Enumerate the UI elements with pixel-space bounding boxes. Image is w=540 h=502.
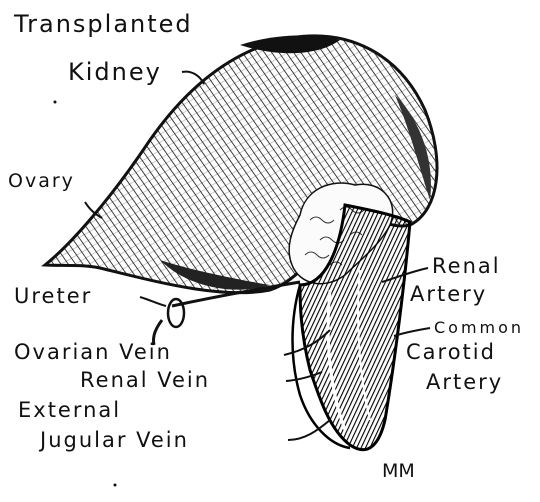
label-renal-vein: Renal Vein bbox=[80, 368, 210, 392]
label-ureter: Ureter bbox=[14, 284, 92, 308]
label-ovarian-vein: Ovarian Vein bbox=[14, 340, 172, 364]
label-transplanted: Transplanted bbox=[14, 10, 193, 38]
label-common: Common bbox=[434, 318, 524, 337]
label-renal: Renal bbox=[432, 254, 501, 278]
label-carotid: Carotid bbox=[406, 340, 496, 364]
label-jugular-vein: Jugular Vein bbox=[40, 428, 189, 452]
label-kidney: Kidney bbox=[68, 58, 162, 86]
label-renal-artery: Artery bbox=[410, 282, 487, 306]
label-external: External bbox=[18, 398, 121, 422]
label-ovary: Ovary bbox=[8, 170, 75, 192]
signature-monogram: MM bbox=[382, 460, 415, 482]
label-carotid-artery: Artery bbox=[426, 370, 503, 394]
